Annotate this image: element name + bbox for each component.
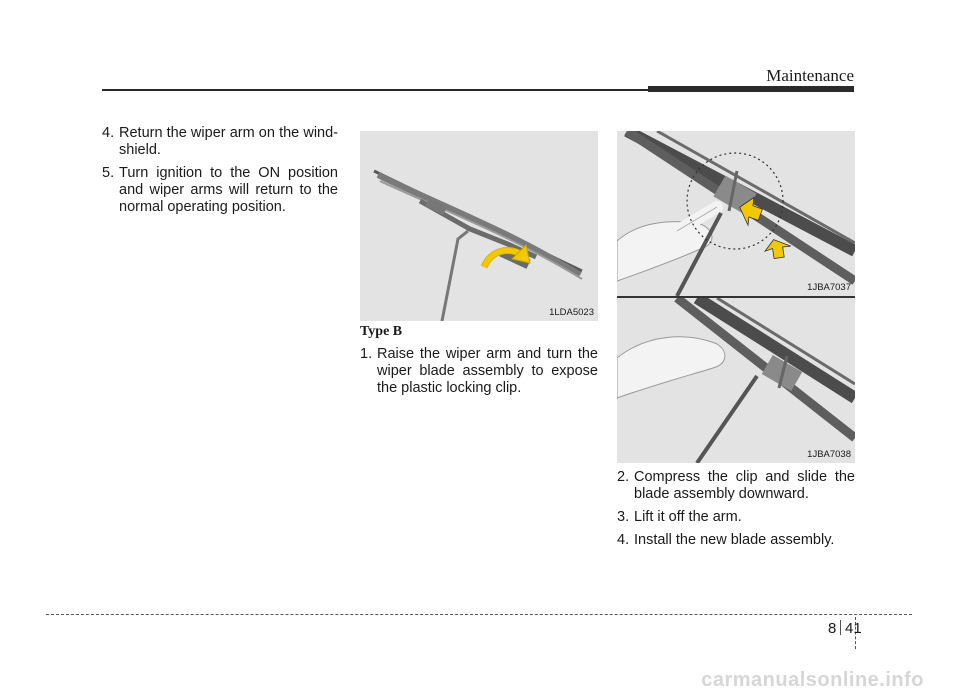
- header-rule: [102, 89, 854, 91]
- step-number: 3.: [617, 509, 630, 525]
- step-number: 4.: [102, 125, 115, 141]
- figure-caption: 1LDA5023: [549, 307, 594, 318]
- step-item: 1. Raise the wiper arm and turn the wipe…: [360, 346, 598, 397]
- step-item: 2. Compress the clip and slide the blade…: [617, 469, 855, 503]
- step-number: 1.: [360, 346, 373, 362]
- figure-divider: [617, 296, 855, 298]
- figure-caption: 1JBA7038: [807, 449, 851, 460]
- section-header-title: Maintenance: [766, 66, 854, 85]
- page-number-separator: [840, 620, 841, 635]
- middle-column: Type B 1. Raise the wiper arm and turn t…: [360, 323, 598, 403]
- step-item: 4. Install the new blade assembly.: [617, 532, 855, 549]
- step-text: Install the new blade assembly.: [634, 532, 835, 548]
- chapter-number: 8: [828, 620, 837, 637]
- step-text: Compress the clip and slide the blade as…: [634, 469, 855, 502]
- watermark: carmanualsonline.info: [701, 669, 924, 691]
- step-item: 3. Lift it off the arm.: [617, 509, 855, 526]
- footer-rule: [46, 614, 912, 615]
- step-item: 5. Turn ignition to the ON position and …: [102, 165, 338, 216]
- lift-off-illustration: 1JBA7038: [617, 298, 855, 463]
- footer-divider: [855, 617, 856, 649]
- step-number: 4.: [617, 532, 630, 548]
- left-column: 4. Return the wiper arm on the wind-shie…: [102, 125, 338, 222]
- step-number: 5.: [102, 165, 115, 181]
- step-text: Lift it off the arm.: [634, 509, 742, 525]
- step-text: Return the wiper arm on the wind-shield.: [119, 125, 338, 158]
- section-subtitle: Type B: [360, 324, 403, 339]
- compress-clip-illustration: 1JBA7037: [617, 131, 855, 296]
- step-text: Raise the wiper arm and turn the wiper b…: [377, 346, 598, 396]
- page-number: 41: [845, 620, 862, 637]
- right-column: 2. Compress the clip and slide the blade…: [617, 469, 855, 555]
- step-item: 4. Return the wiper arm on the wind-shie…: [102, 125, 338, 159]
- step-number: 2.: [617, 469, 630, 485]
- figure-caption: 1JBA7037: [807, 282, 851, 293]
- step-text: Turn ignition to the ON position and wip…: [119, 165, 338, 215]
- wiper-raise-illustration: 1LDA5023: [360, 131, 598, 321]
- header-rule-accent: [648, 86, 854, 92]
